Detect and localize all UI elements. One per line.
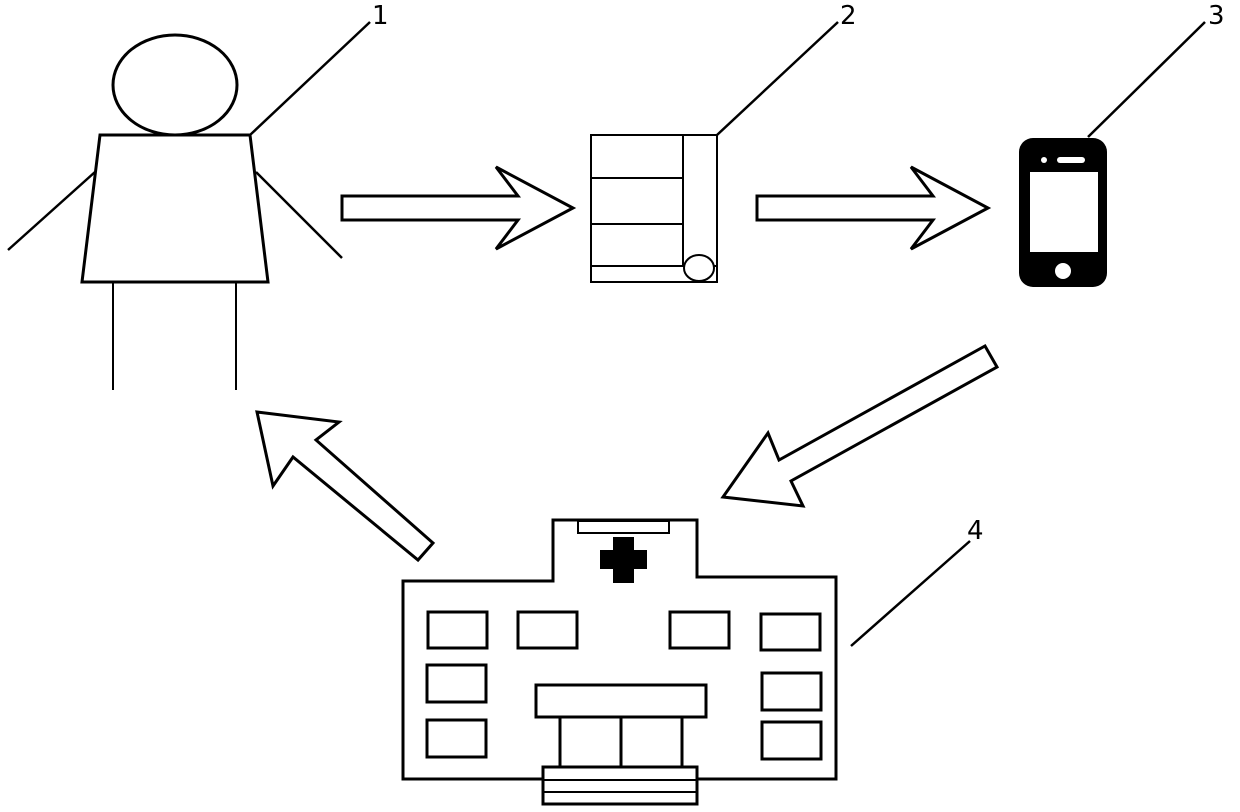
leader-line-4 — [851, 541, 970, 646]
phone-home-button — [1055, 263, 1071, 279]
hospital-icon — [403, 520, 836, 804]
window — [428, 612, 487, 648]
phone-speaker — [1057, 157, 1085, 163]
person-left-arm — [8, 172, 95, 250]
person-head — [113, 35, 237, 135]
label-3: 3 — [1208, 1, 1225, 31]
entrance-steps — [543, 767, 697, 804]
label-2: 2 — [840, 1, 857, 31]
window — [670, 612, 729, 648]
window — [518, 612, 577, 648]
leader-line-3 — [1088, 22, 1205, 137]
person-icon — [8, 35, 342, 390]
device-button — [684, 255, 714, 281]
window — [427, 720, 486, 757]
window — [761, 614, 820, 650]
arrow-phone-to-hospital — [723, 346, 997, 506]
leader-line-1 — [250, 22, 370, 135]
window — [762, 722, 821, 759]
arrow-hospital-to-person — [257, 412, 433, 560]
smartphone-icon — [1019, 138, 1107, 287]
monitoring-device-icon — [591, 135, 717, 282]
arrow-person-to-device — [342, 167, 573, 249]
hospital-sign — [578, 521, 669, 533]
label-4: 4 — [967, 516, 984, 546]
leader-line-2 — [717, 22, 838, 135]
phone-screen — [1030, 172, 1098, 252]
phone-camera — [1041, 157, 1047, 163]
entrance-canopy — [536, 685, 706, 717]
person-right-arm — [256, 172, 342, 258]
label-1: 1 — [372, 1, 389, 31]
arrow-device-to-phone — [757, 167, 988, 249]
window — [762, 673, 821, 710]
medical-cross-icon — [600, 537, 647, 583]
window — [427, 665, 486, 702]
person-torso — [82, 135, 268, 282]
